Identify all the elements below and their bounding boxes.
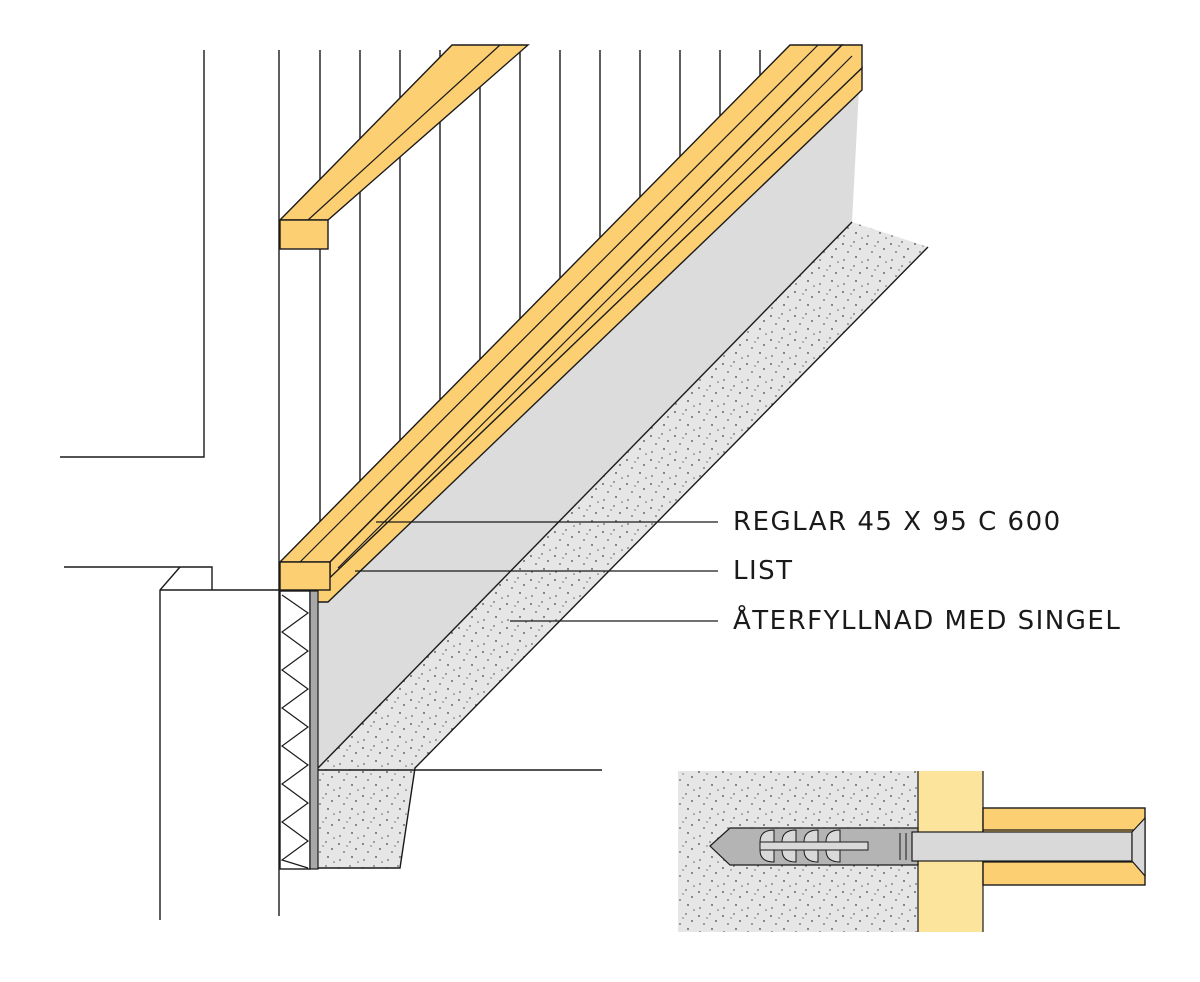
house-outline (60, 50, 280, 920)
screw-shank (759, 841, 869, 851)
gravel-backfill (317, 221, 929, 869)
leader-lines (355, 521, 718, 622)
label-list: LIST (733, 556, 794, 586)
upper-handrail (278, 44, 530, 250)
label-reglar: REGLAR 45 X 95 C 600 (733, 507, 1062, 537)
screw-head (1131, 816, 1146, 878)
label-aterfyllnad: ÅTERFYLLNAD MED SINGEL (733, 606, 1122, 636)
foundation-insulation (279, 590, 319, 870)
diagonal-beam (278, 44, 863, 603)
anchor-detail-inset (678, 771, 1146, 932)
screw-body (911, 831, 1133, 862)
plug-ribs (759, 829, 841, 863)
wall-membrane (315, 70, 860, 768)
